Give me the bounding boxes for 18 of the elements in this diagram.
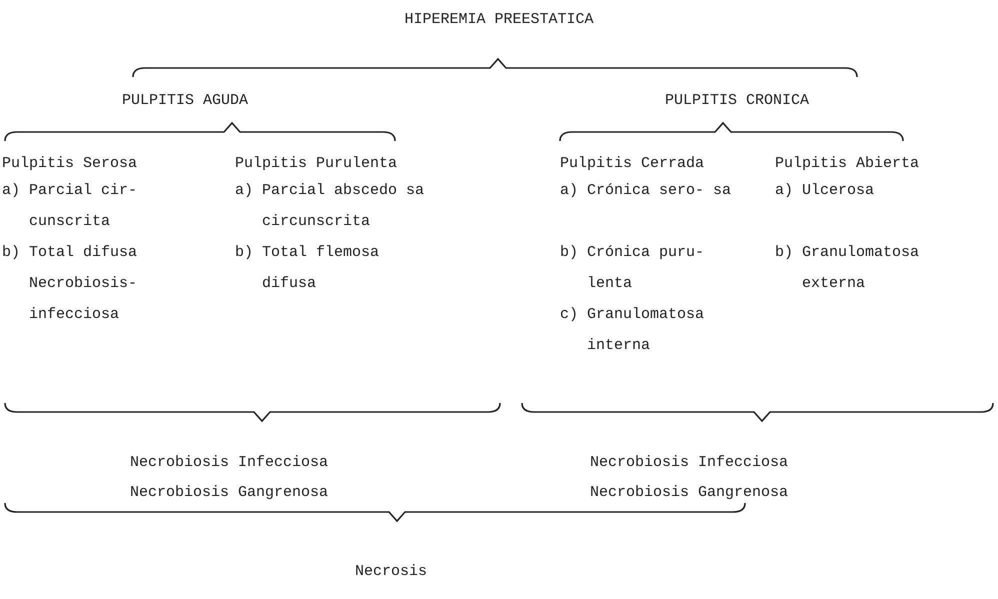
list-item: b) Granulomatosa externa [775,243,920,294]
list-item: c) Granulomatosa interna [560,305,706,356]
list-item: a) Crónica sero- sa [560,181,732,201]
list-item: b) Total difusa Necrobiosis- infecciosa [2,243,138,325]
subcategory-heading: Pulpitis Serosa [2,154,138,174]
list-item: b) Total flemosa difusa [235,243,380,294]
category-heading: PULPITIS CRONICA [665,91,810,111]
final-outcome-text: Necrosis [355,562,428,582]
diagram-title: HIPEREMIA PREESTATICA [403,10,595,30]
list-item: a) Ulcerosa [775,181,876,201]
subcategory-heading: Pulpitis Cerrada [560,154,706,174]
outcome-text: Necrobiosis Infecciosa [590,453,790,473]
subcategory-heading: Pulpitis Abierta [775,154,920,174]
category-heading: PULPITIS AGUDA [122,91,250,111]
outcome-text: Necrobiosis Gangrenosa [590,483,790,503]
subcategory-heading: Pulpitis Purulenta [235,154,398,174]
outcome-text: Necrobiosis Gangrenosa [130,483,330,503]
outcome-text: Necrobiosis Infecciosa [130,453,330,473]
